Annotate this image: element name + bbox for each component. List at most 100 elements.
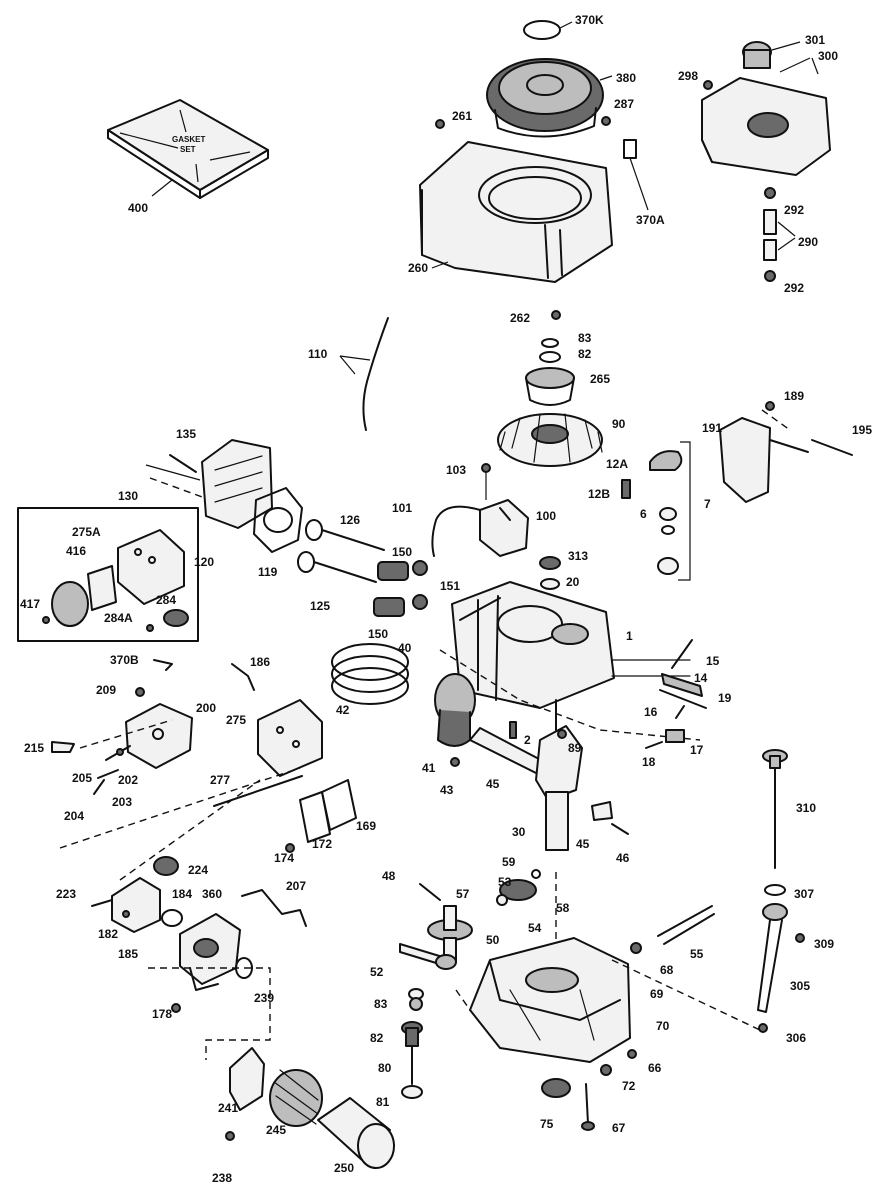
screw-262 [551,310,561,320]
part-245-filter-element [269,1069,323,1127]
screw-284a [146,624,154,632]
callout-68: 68 [660,963,674,977]
callout-275a: 275A [72,525,101,539]
callout-101: 101 [392,501,412,515]
clamp-292-lower [764,270,776,282]
callout-69: 69 [650,987,664,1001]
part-30-crankshaft [535,699,583,851]
callout-103: 103 [446,463,466,477]
screw-189 [765,401,775,411]
bolt-277 [213,775,303,807]
callout-238: 238 [212,1171,232,1185]
screw-209 [135,687,145,697]
part-75-seal [541,1078,571,1098]
callout-292b: 292 [784,281,804,295]
callout-287: 287 [614,97,634,111]
callout-110: 110 [308,347,328,361]
callout-306: 306 [786,1031,806,1045]
callout-40: 40 [398,641,412,655]
spring-150-upper [377,561,409,581]
callout-72: 72 [622,1079,636,1093]
part-370b [153,659,173,671]
callout-203: 203 [112,795,132,809]
callout-67: 67 [612,1121,626,1135]
callout-260: 260 [408,261,428,275]
callout-82b: 82 [370,1031,384,1045]
dowel-2 [509,721,517,739]
callout-370b: 370B [110,653,139,667]
part-41-piston [434,673,476,747]
muffler-kit-box [17,507,199,642]
part-12b [621,479,631,499]
callout-43: 43 [440,783,454,797]
part-48 [419,883,441,901]
callout-207: 207 [286,879,306,893]
callout-100: 100 [536,509,556,523]
part-284-plate [163,609,189,627]
part-204 [93,779,105,795]
callout-75: 75 [540,1117,554,1131]
callout-202: 202 [118,773,138,787]
part-215 [51,741,75,753]
part-46 [611,823,629,835]
callout-239: 239 [254,991,274,1005]
callout-81: 81 [376,1095,390,1109]
callout-19: 19 [718,691,732,705]
callout-209: 209 [96,683,116,697]
spring-150-lower [373,597,405,617]
callout-309: 309 [814,937,834,951]
callout-245: 245 [266,1123,286,1137]
callout-169: 169 [356,819,376,833]
callout-305: 305 [790,979,810,993]
washer-82-top [539,351,561,363]
callout-41: 41 [422,761,436,775]
part-370k-disc [523,20,561,40]
part-310-dipstick [762,749,788,869]
callout-275: 275 [226,713,246,727]
callout-417: 417 [20,597,40,611]
part-6 [659,507,677,521]
callout-48: 48 [382,869,396,883]
part-15 [671,639,693,669]
part-42-piston-rings [331,643,409,705]
callout-2: 2 [524,733,531,747]
part-12a [649,450,683,471]
callout-184: 184 [172,887,192,901]
part-19 [659,689,707,709]
screw-223 [91,899,113,907]
part-275a-muffler [117,529,185,605]
part-119-head-gasket [253,487,303,553]
part-90-flywheel [497,413,603,467]
wire-101 [431,505,481,557]
callout-80: 80 [378,1061,392,1075]
part-300-fuel-tank [701,41,831,176]
callout-313: 313 [568,549,588,563]
part-16 [675,705,685,719]
part-185-carb-adapter [111,877,161,933]
callout-1: 1 [626,629,633,643]
callout-14: 14 [694,671,708,685]
callout-12b: 12B [588,487,610,501]
callout-20: 20 [566,575,580,589]
callout-284a: 284A [104,611,133,625]
callout-52: 52 [370,965,384,979]
callout-204: 204 [64,809,84,823]
screw-103 [481,463,491,473]
part-224 [153,856,179,876]
callout-59: 59 [502,855,516,869]
part-416-shield [87,565,117,611]
gasket-172 [299,791,331,843]
screw-238 [225,1131,235,1141]
callout-12a: 12A [606,457,628,471]
callout-200: 200 [196,701,216,715]
callout-224: 224 [188,863,208,877]
callout-301: 301 [805,33,825,47]
callout-55: 55 [690,947,704,961]
callout-126: 126 [340,513,360,527]
screw-417 [42,616,50,624]
part-83-cup-b [409,997,423,1011]
part-14 [661,673,703,697]
part-66 [627,1049,637,1059]
part-260-blower-housing [419,141,613,283]
